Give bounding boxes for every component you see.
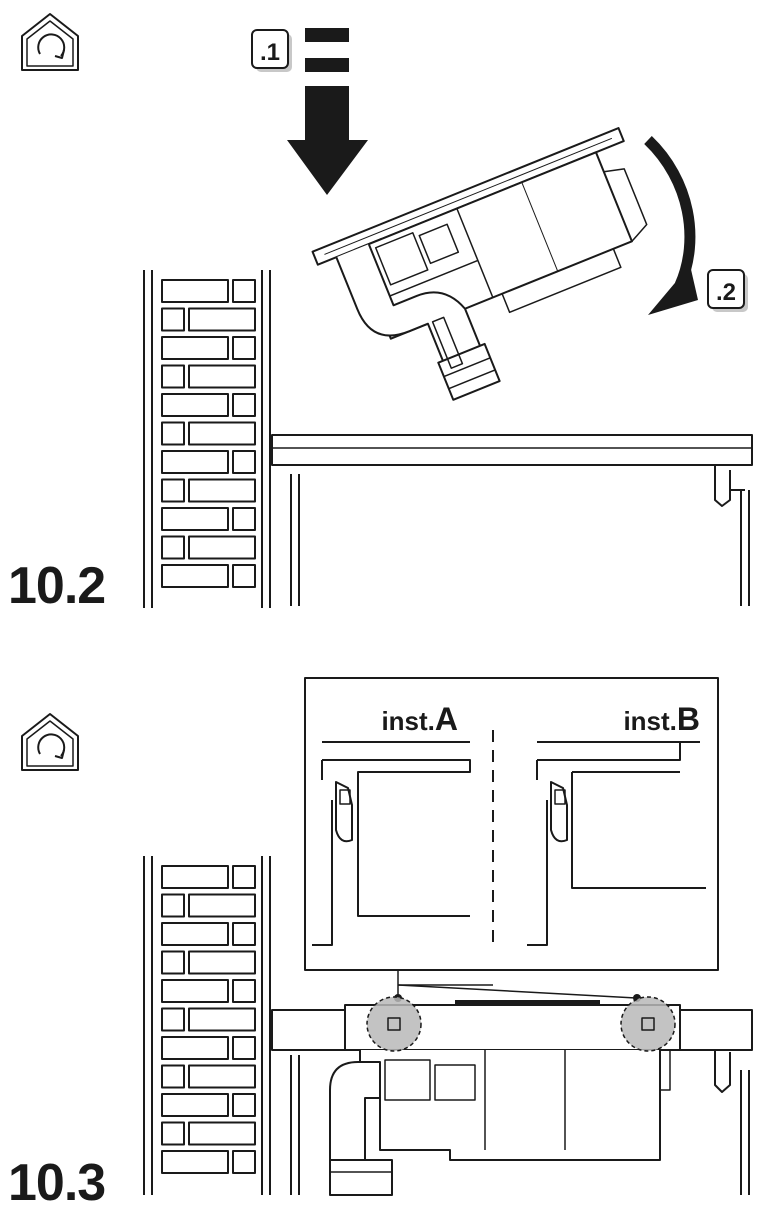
brick xyxy=(161,336,229,360)
brick xyxy=(232,979,256,1003)
brick xyxy=(161,865,229,889)
brick xyxy=(188,307,256,332)
countertop xyxy=(271,434,753,606)
brick xyxy=(161,564,229,588)
brick xyxy=(161,1121,185,1146)
brick xyxy=(161,979,229,1003)
brick xyxy=(161,421,185,446)
brick xyxy=(188,535,256,560)
figure-10-2: .1 .2 xyxy=(8,13,753,615)
brick xyxy=(188,478,256,503)
brick xyxy=(161,307,185,332)
brick xyxy=(161,950,185,975)
brick xyxy=(188,950,256,975)
inst-a-label: inst.A xyxy=(381,701,458,737)
brick xyxy=(161,893,185,918)
brick xyxy=(161,1150,229,1174)
inst-b-label: inst.B xyxy=(623,701,700,737)
rotate-house-icon xyxy=(21,713,79,771)
callout-step-2: .2 xyxy=(707,269,748,312)
brick xyxy=(161,1036,229,1060)
figure-label-10-2: 10.2 xyxy=(8,557,105,615)
brick xyxy=(232,1093,256,1117)
brick xyxy=(161,507,229,531)
brick xyxy=(161,1064,185,1089)
callout-1-text: .1 xyxy=(260,39,280,66)
brick-wall xyxy=(143,270,271,608)
brick-wall xyxy=(143,856,271,1195)
callout-step-1: .1 xyxy=(251,29,292,72)
hob-unit-tilted xyxy=(311,127,648,401)
brick xyxy=(161,364,185,389)
brick xyxy=(161,1093,229,1117)
brick xyxy=(232,450,256,474)
detail-inset: inst.A inst.B xyxy=(304,677,719,1002)
brick xyxy=(232,393,256,417)
brick xyxy=(161,922,229,946)
brick xyxy=(188,1121,256,1146)
brick xyxy=(161,1007,185,1032)
brick xyxy=(161,478,185,503)
brick xyxy=(232,564,256,588)
brick xyxy=(232,279,256,303)
callout-2-text: .2 xyxy=(716,279,736,306)
brick xyxy=(232,1036,256,1060)
brick xyxy=(232,336,256,360)
brick xyxy=(188,1007,256,1032)
brick xyxy=(188,364,256,389)
brick xyxy=(161,393,229,417)
brick xyxy=(232,922,256,946)
clip-highlight-left xyxy=(366,996,422,1052)
curved-arrow xyxy=(644,136,698,315)
brick xyxy=(188,893,256,918)
brick xyxy=(161,535,185,560)
brick xyxy=(161,450,229,474)
rotate-house-icon xyxy=(21,13,79,71)
brick xyxy=(188,421,256,446)
figure-10-3: inst.A inst.B xyxy=(8,677,753,1212)
brick xyxy=(188,1064,256,1089)
brick xyxy=(232,507,256,531)
brick xyxy=(161,279,229,303)
brick xyxy=(232,1150,256,1174)
figure-label-10-3: 10.3 xyxy=(8,1154,105,1212)
installed-hob xyxy=(271,996,753,1196)
clip-highlight-right xyxy=(620,996,676,1052)
down-arrow xyxy=(287,28,368,195)
brick xyxy=(232,865,256,889)
